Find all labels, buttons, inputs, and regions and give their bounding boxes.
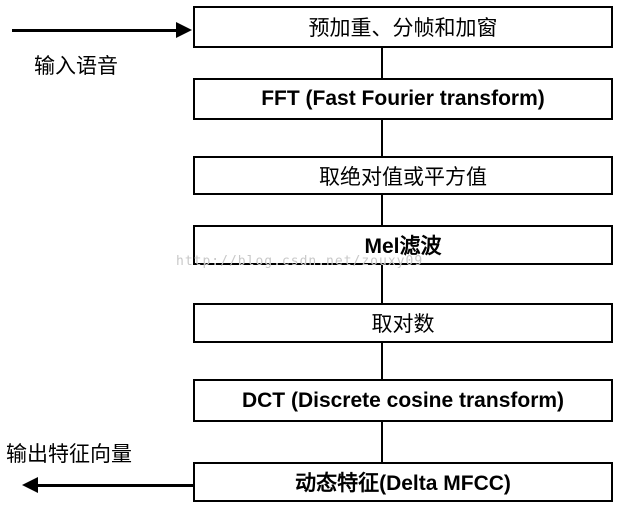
step-fft-box: FFT (Fast Fourier transform) — [193, 78, 613, 120]
step-dct-box: DCT (Discrete cosine transform) — [193, 379, 613, 422]
connector-line — [381, 343, 383, 379]
connector-line — [381, 422, 383, 462]
step-magnitude-box: 取绝对值或平方值 — [193, 156, 613, 195]
step-preemphasis-box: 预加重、分帧和加窗 — [193, 6, 613, 48]
watermark-url: http://blog.csdn.net/zouxy09 — [176, 254, 424, 269]
input-arrow-head — [176, 22, 192, 38]
input-label: 输入语音 — [34, 54, 118, 78]
connector-line — [381, 46, 383, 78]
step-log-box: 取对数 — [193, 303, 613, 343]
input-arrow — [12, 29, 180, 32]
output-arrow — [38, 484, 193, 487]
step-delta-box: 动态特征(Delta MFCC) — [193, 462, 613, 502]
connector-line — [381, 195, 383, 225]
step-mel-filter-box: Mel滤波 — [193, 225, 613, 265]
connector-line — [381, 265, 383, 303]
output-label: 输出特征向量 — [6, 442, 132, 466]
connector-line — [381, 120, 383, 156]
output-arrow-head — [22, 477, 38, 493]
